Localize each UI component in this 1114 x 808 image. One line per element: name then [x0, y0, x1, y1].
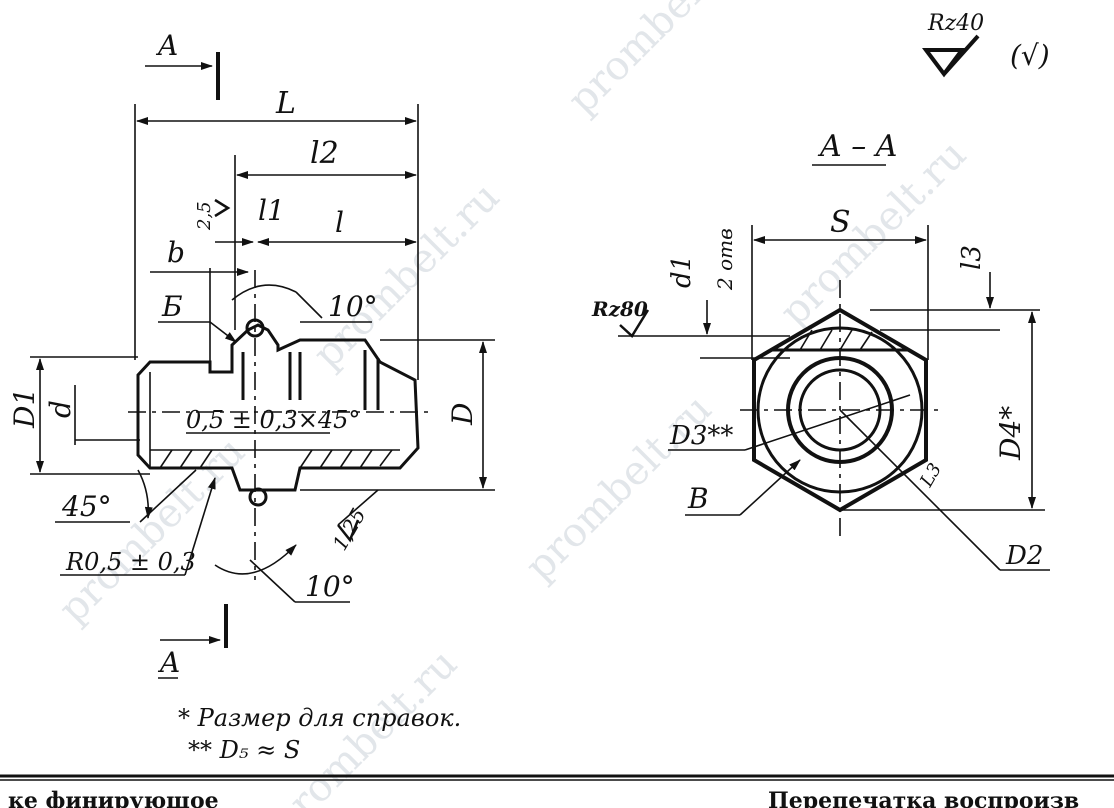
note-reference: * Размер для справок.	[178, 704, 461, 732]
hex-hatch	[799, 329, 873, 351]
leader-line	[744, 394, 911, 451]
dim-D1-label: D1	[8, 388, 41, 429]
dim-l1-label: l1	[258, 194, 285, 227]
roughness-face: Rz80	[591, 297, 648, 321]
footer-right-text: Перепечатка воспроизв	[768, 788, 1079, 808]
chamfer-label: 0,5 ± 0,3×45°	[186, 406, 360, 434]
footer-left-text: ке финирующое	[8, 788, 219, 808]
note-d5: ** D₅ ≈ S	[188, 736, 300, 764]
fitting-body-outline	[136, 323, 420, 492]
leader-line	[184, 477, 216, 576]
dim-d1-label: d1	[667, 255, 697, 288]
side-view: A L l2 l1	[8, 29, 495, 679]
leader-line	[139, 469, 197, 523]
roughness-general-mark	[922, 34, 980, 78]
angle-45-label: 45°	[61, 490, 112, 523]
angle-arc	[214, 544, 297, 575]
dim-d1-note: 2 отв	[713, 228, 737, 291]
leader-line	[249, 559, 296, 603]
leader-line	[839, 409, 1001, 571]
leader-line	[739, 459, 801, 516]
leader-line	[295, 291, 323, 319]
dim-l-label: l	[335, 206, 344, 239]
roughness-general: Rz40	[927, 11, 984, 36]
radius-label: R0,5 ± 0,3	[65, 548, 196, 576]
section-label-bottom: A	[157, 646, 180, 679]
dim-l3-label: l3	[957, 245, 987, 270]
thread-mark	[337, 519, 360, 543]
section-label-top: A	[155, 29, 178, 62]
roughness-face-mark	[619, 309, 650, 338]
dim-l2-label: l2	[310, 136, 339, 171]
dim-D4-label: D4*	[994, 406, 1027, 461]
leader-line	[209, 321, 237, 343]
dim-D-label: D	[446, 403, 479, 426]
leader-line	[337, 489, 379, 526]
roughness-general-paren: (√)	[1010, 39, 1050, 72]
watermark: prombelt.ru	[50, 428, 254, 632]
dim-L-label: L	[275, 86, 296, 121]
angle-arc	[231, 284, 297, 301]
dim-D3-label: D3**	[669, 421, 733, 451]
dim-b-label: b	[167, 236, 185, 269]
roughness-pad: 2,5	[194, 201, 215, 231]
watermark: prombelt.ru	[305, 174, 509, 378]
section-title: A – A	[817, 129, 897, 164]
dim-D2-label: D2	[1005, 541, 1043, 571]
angle-bottom-label: 10°	[305, 570, 355, 603]
roughness-mark	[214, 198, 231, 218]
angle-top-label: 10°	[328, 290, 378, 323]
label-B-top: Б	[161, 290, 183, 323]
section-hatch	[150, 449, 400, 469]
thread-pitch-label: 1,25	[328, 504, 371, 555]
label-B: B	[687, 482, 709, 515]
dim-d-label: d	[44, 400, 77, 418]
cross-hole-bottom	[248, 487, 268, 507]
dim-S-label: S	[830, 205, 851, 240]
watermark: prombelt.ru	[559, 0, 763, 123]
